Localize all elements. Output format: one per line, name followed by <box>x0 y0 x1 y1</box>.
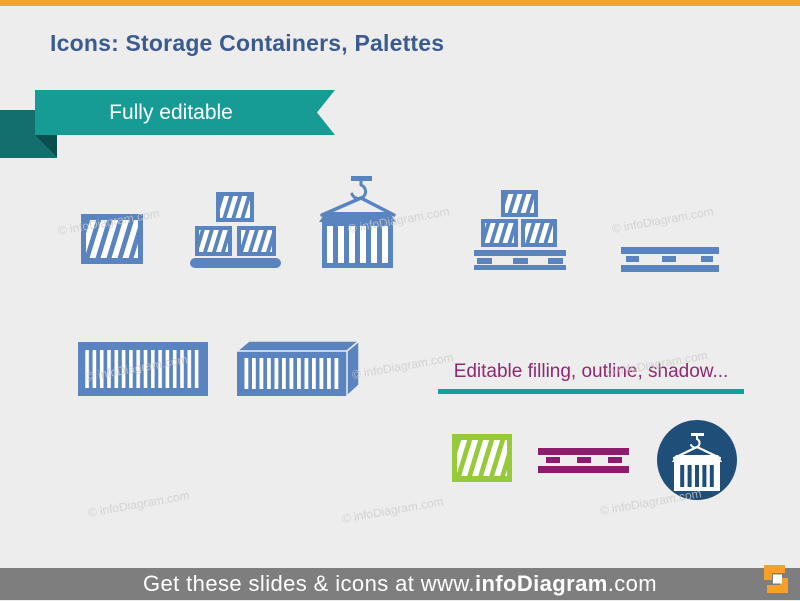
striped-crate-icon <box>81 214 143 264</box>
note-underline <box>438 389 744 394</box>
infodiagram-logo-icon <box>761 562 791 601</box>
pallet-icon <box>621 247 719 273</box>
striped-crate-green-icon <box>452 434 512 482</box>
page-title: Icons: Storage Containers, Palettes <box>50 30 445 56</box>
ribbon-label: Fully editable <box>109 101 233 124</box>
ribbon-banner: Fully editable <box>35 90 335 135</box>
top-accent-bar <box>0 0 800 6</box>
watermark: © infoDiagram.com <box>610 204 715 236</box>
crates-on-pallet-icon <box>474 189 566 270</box>
editable-note-label: Editable filling, outline, shadow... <box>453 361 729 382</box>
watermark: © infoDiagram.com <box>598 486 703 518</box>
footer-brand-link[interactable]: infoDiagram <box>474 571 608 596</box>
stacked-crates-on-bar-icon <box>190 190 281 268</box>
watermark: © infoDiagram.com <box>340 494 445 526</box>
pallet-purple-icon <box>538 448 629 473</box>
crane-hook-container-icon <box>318 174 397 270</box>
footer-suffix: .com <box>607 571 657 596</box>
long-container-icon <box>78 342 208 396</box>
container-3d-icon <box>234 339 362 398</box>
footer-bar: Get these slides & icons at www.infoDiag… <box>0 568 800 600</box>
crane-container-circle-icon <box>657 420 737 500</box>
footer-prefix: Get these slides & icons at www. <box>143 571 475 596</box>
watermark: © infoDiagram.com <box>86 488 191 520</box>
footer-text: Get these slides & icons at www.infoDiag… <box>0 568 800 600</box>
